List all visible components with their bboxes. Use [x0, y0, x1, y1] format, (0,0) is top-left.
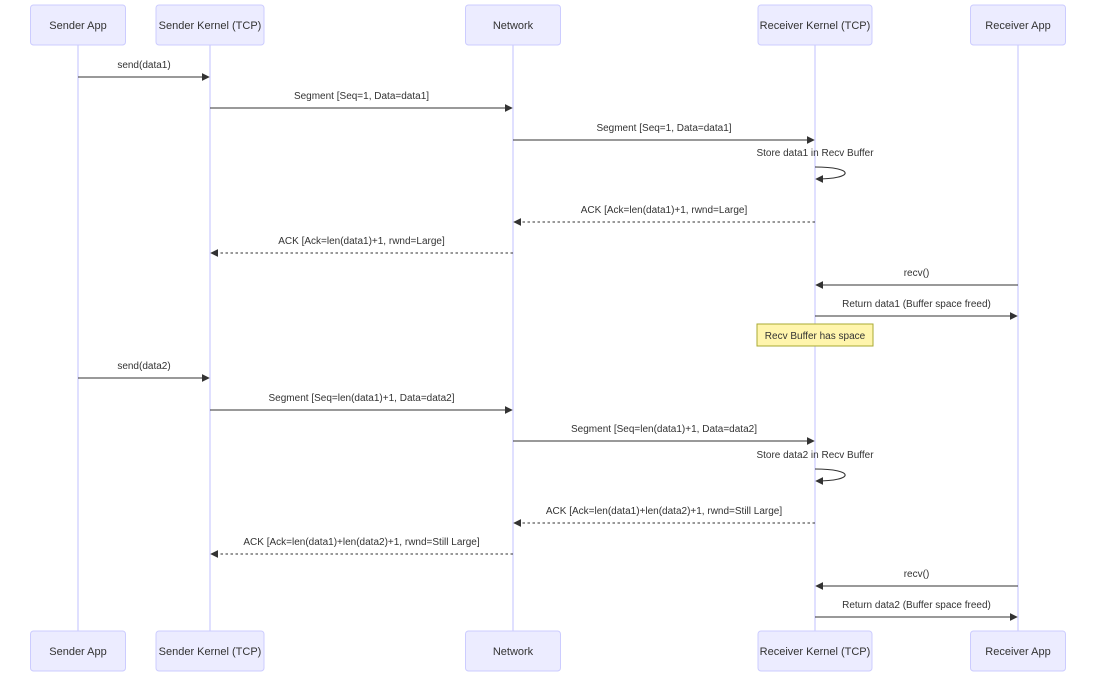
actor-label: Receiver Kernel (TCP): [760, 646, 871, 658]
message-label: send(data2): [117, 361, 170, 372]
self-message: Store data1 in Recv Buffer: [756, 148, 874, 183]
actor-label: Sender Kernel (TCP): [159, 20, 262, 32]
note-text: Recv Buffer has space: [765, 331, 866, 342]
self-message: Store data2 in Recv Buffer: [756, 450, 874, 485]
actor-label: Sender App: [49, 646, 107, 658]
actor-label: Receiver App: [985, 20, 1050, 32]
message: Return data1 (Buffer space freed): [815, 299, 1018, 320]
actor-receiver-kernel-bottom: Receiver Kernel (TCP): [757, 630, 873, 672]
message: Segment [Seq=len(data1)+1, Data=data2]: [210, 393, 513, 414]
message-label: Segment [Seq=1, Data=data1]: [294, 91, 429, 102]
message-label: ACK [Ack=len(data1)+len(data2)+1, rwnd=S…: [546, 506, 782, 517]
actor-label: Network: [493, 646, 534, 658]
actor-label: Network: [493, 20, 534, 32]
message-label: Return data1 (Buffer space freed): [842, 299, 991, 310]
message-label: Segment [Seq=len(data1)+1, Data=data2]: [571, 424, 757, 435]
message-label: Return data2 (Buffer space freed): [842, 600, 991, 611]
message: ACK [Ack=len(data1)+1, rwnd=Large]: [210, 236, 513, 257]
message: ACK [Ack=len(data1)+1, rwnd=Large]: [513, 205, 815, 226]
actor-label: Receiver Kernel (TCP): [760, 20, 871, 32]
actor-label: Sender App: [49, 20, 107, 32]
message-label: Store data2 in Recv Buffer: [756, 450, 874, 461]
message: send(data2): [78, 361, 210, 382]
actor-sender-app-bottom: Sender App: [30, 630, 126, 672]
message: Segment [Seq=len(data1)+1, Data=data2]: [513, 424, 815, 445]
message-label: Segment [Seq=len(data1)+1, Data=data2]: [269, 393, 455, 404]
actor-sender-kernel-top: Sender Kernel (TCP): [155, 4, 265, 46]
message-label: recv(): [904, 268, 930, 279]
message: send(data1): [78, 60, 210, 81]
actor-label: Receiver App: [985, 646, 1050, 658]
message-label: Store data1 in Recv Buffer: [756, 148, 874, 159]
message: recv(): [815, 268, 1018, 289]
actor-sender-app-top: Sender App: [30, 4, 126, 46]
message: ACK [Ack=len(data1)+len(data2)+1, rwnd=S…: [513, 506, 815, 527]
message: recv(): [815, 569, 1018, 590]
message-label: ACK [Ack=len(data1)+len(data2)+1, rwnd=S…: [243, 537, 479, 548]
message-label: ACK [Ack=len(data1)+1, rwnd=Large]: [581, 205, 748, 216]
actor-receiver-app-top: Receiver App: [970, 4, 1066, 46]
message: Return data2 (Buffer space freed): [815, 600, 1018, 621]
actor-sender-kernel-bottom: Sender Kernel (TCP): [155, 630, 265, 672]
actor-network-top: Network: [465, 4, 561, 46]
message-label: send(data1): [117, 60, 170, 71]
message-label: ACK [Ack=len(data1)+1, rwnd=Large]: [278, 236, 445, 247]
message: Segment [Seq=1, Data=data1]: [513, 123, 815, 144]
note: Recv Buffer has space: [756, 323, 874, 347]
message: Segment [Seq=1, Data=data1]: [210, 91, 513, 112]
actor-receiver-kernel-top: Receiver Kernel (TCP): [757, 4, 873, 46]
actor-receiver-app-bottom: Receiver App: [970, 630, 1066, 672]
message: ACK [Ack=len(data1)+len(data2)+1, rwnd=S…: [210, 537, 513, 558]
message-label: Segment [Seq=1, Data=data1]: [596, 123, 731, 134]
actor-label: Sender Kernel (TCP): [159, 646, 262, 658]
message-label: recv(): [904, 569, 930, 580]
actor-network-bottom: Network: [465, 630, 561, 672]
